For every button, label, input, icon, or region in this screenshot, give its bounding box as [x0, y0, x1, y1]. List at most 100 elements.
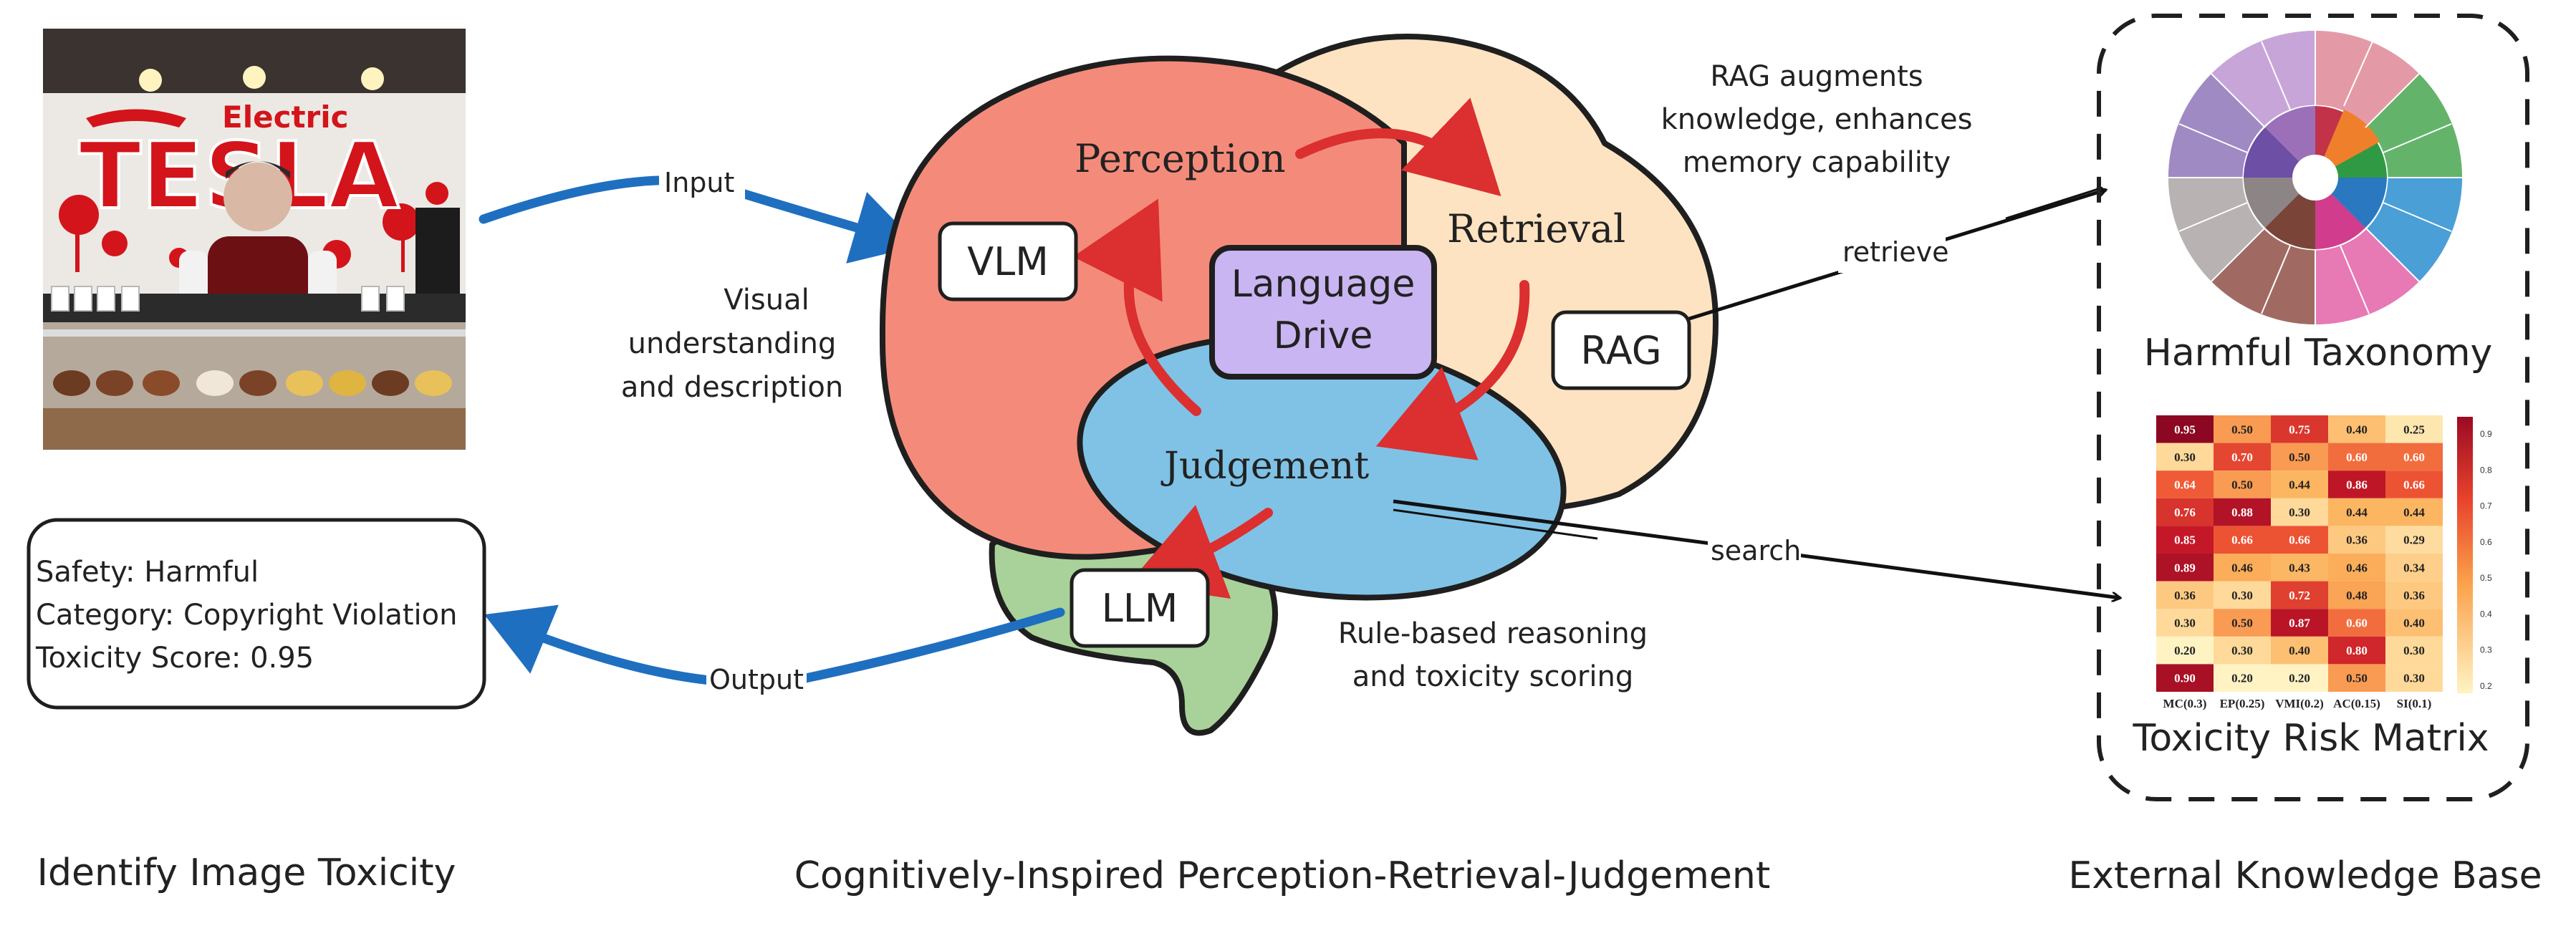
rag-note-line-3: memory capability [1683, 146, 1951, 179]
caption-middle: Cognitively-Inspired Perception-Retrieva… [794, 854, 1771, 897]
caption-left: Identify Image Toxicity [37, 851, 456, 894]
matrix-cell [2328, 443, 2385, 471]
output-safety: Safety: Harmful [36, 556, 259, 589]
matrix-cell-value: 0.30 [2231, 644, 2253, 657]
colorbar-tick-label: 0.3 [2480, 645, 2492, 655]
matrix-cell [2156, 664, 2214, 692]
matrix-cell-value: 0.46 [2346, 561, 2368, 574]
colorbar-ticks: 0.90.80.70.60.50.40.30.2 [2480, 429, 2492, 691]
vlm-box [938, 221, 1078, 301]
matrix-cell-value: 0.48 [2346, 589, 2368, 602]
matrix-cell [2385, 526, 2443, 554]
input-label-bg [659, 163, 745, 203]
llm-label: LLM [1102, 586, 1178, 631]
matrix-cell [2328, 581, 2385, 609]
matrix-cell-value: 0.30 [2403, 644, 2425, 657]
matrix-cell [2156, 470, 2214, 498]
matrix-cell-value: 0.30 [2403, 672, 2425, 685]
matrix-cell [2271, 415, 2328, 443]
visual-line-1: Visual [724, 284, 809, 317]
search-label: search [1711, 535, 1801, 566]
colorbar-tick-label: 0.8 [2480, 465, 2492, 475]
language-drive-line1: Language [1231, 263, 1416, 306]
matrix-cell [2214, 609, 2271, 637]
rag-note-line-2: knowledge, enhances [1661, 103, 1973, 136]
matrix-cell [2328, 664, 2385, 692]
matrix-cell-value: 0.86 [2346, 478, 2368, 492]
matrix-cell [2214, 554, 2271, 582]
matrix-cell-value: 0.44 [2289, 478, 2310, 492]
matrix-colorbar [2457, 417, 2473, 693]
rag-annotation: RAG augments knowledge, enhances memory … [1661, 60, 1973, 179]
matrix-cell [2214, 581, 2271, 609]
matrix-cell [2214, 443, 2271, 471]
sign-small-text: Electric [222, 100, 349, 135]
retrieve-label-bg [1838, 233, 1946, 273]
rule-note-line-2: and toxicity scoring [1352, 660, 1633, 693]
graffiti-splash [59, 182, 448, 272]
matrix-cell [2214, 636, 2271, 665]
matrix-cell [2156, 609, 2214, 637]
matrix-cell-value: 0.66 [2231, 534, 2253, 547]
matrix-cell-value: 0.46 [2231, 561, 2253, 574]
judgement-to-perception-arrow [1072, 198, 1201, 416]
tesla-logo-mark [86, 109, 186, 127]
input-label: Input [664, 167, 734, 198]
matrix-cell-value: 0.66 [2289, 534, 2310, 547]
matrix-cell [2271, 470, 2328, 498]
ceiling-lights [139, 66, 384, 92]
matrix-cell [2385, 664, 2443, 692]
matrix-cell [2156, 526, 2214, 554]
colorbar-tick-label: 0.7 [2480, 501, 2492, 511]
matrix-cell [2156, 415, 2214, 443]
retrieve-arrow-double [2005, 186, 2103, 220]
matrix-cell-value: 0.34 [2403, 561, 2425, 574]
matrix-cell [2385, 443, 2443, 471]
perception-to-retrieval-arrow [1295, 97, 1501, 196]
matrix-cell [2328, 498, 2385, 526]
matrix-cell [2385, 470, 2443, 498]
matrix-cell-value: 0.50 [2231, 423, 2253, 436]
matrix-cell-value: 0.36 [2346, 534, 2368, 547]
matrix-cell [2156, 498, 2214, 526]
judgement-label: Judgement [1160, 445, 1369, 488]
matrix-cell [2271, 443, 2328, 471]
matrix-cell-value: 0.95 [2174, 423, 2196, 436]
cups [51, 286, 405, 312]
retrieval-label: Retrieval [1447, 206, 1625, 251]
matrix-cell [2328, 636, 2385, 665]
rag-box [1551, 310, 1691, 390]
knowledge-base-frame [2097, 14, 2529, 801]
matrix-cell [2271, 581, 2328, 609]
visual-line-2: understanding [628, 327, 837, 360]
matrix-cell [2271, 636, 2328, 665]
matrix-cell [2385, 554, 2443, 582]
matrix-cell-value: 0.30 [2174, 450, 2196, 464]
matrix-cell-value: 0.60 [2346, 450, 2368, 464]
matrix-cell-value: 0.20 [2231, 672, 2253, 685]
matrix-cell-value: 0.90 [2174, 672, 2196, 685]
matrix-cell-value: 0.50 [2231, 617, 2253, 630]
harmful-taxonomy-sunburst [2168, 30, 2462, 324]
matrix-cell [2271, 664, 2328, 692]
matrix-cell [2214, 470, 2271, 498]
matrix-cell-value: 0.40 [2403, 617, 2425, 630]
visual-line-3: and description [621, 371, 843, 404]
matrix-cell [2271, 498, 2328, 526]
matrix-cell-value: 0.36 [2403, 589, 2425, 602]
matrix-cell-value: 0.40 [2346, 423, 2368, 436]
matrix-cell [2156, 581, 2214, 609]
colorbar-tick-label: 0.6 [2480, 537, 2492, 547]
matrix-cell [2271, 609, 2328, 637]
matrix-cell [2328, 526, 2385, 554]
matrix-cell-value: 0.20 [2289, 672, 2310, 685]
matrix-cell [2385, 581, 2443, 609]
output-label-bg [706, 660, 807, 700]
matrix-column-label: MC(0.3) [2163, 697, 2207, 710]
rag-note-line-1: RAG augments [1710, 60, 1923, 93]
matrix-cell-value: 0.88 [2231, 506, 2253, 519]
matrix-cell [2214, 526, 2271, 554]
matrix-cell-value: 0.60 [2346, 617, 2368, 630]
matrix-column-label: EP(0.25) [2220, 697, 2265, 710]
matrix-cell-value: 0.85 [2174, 534, 2196, 547]
